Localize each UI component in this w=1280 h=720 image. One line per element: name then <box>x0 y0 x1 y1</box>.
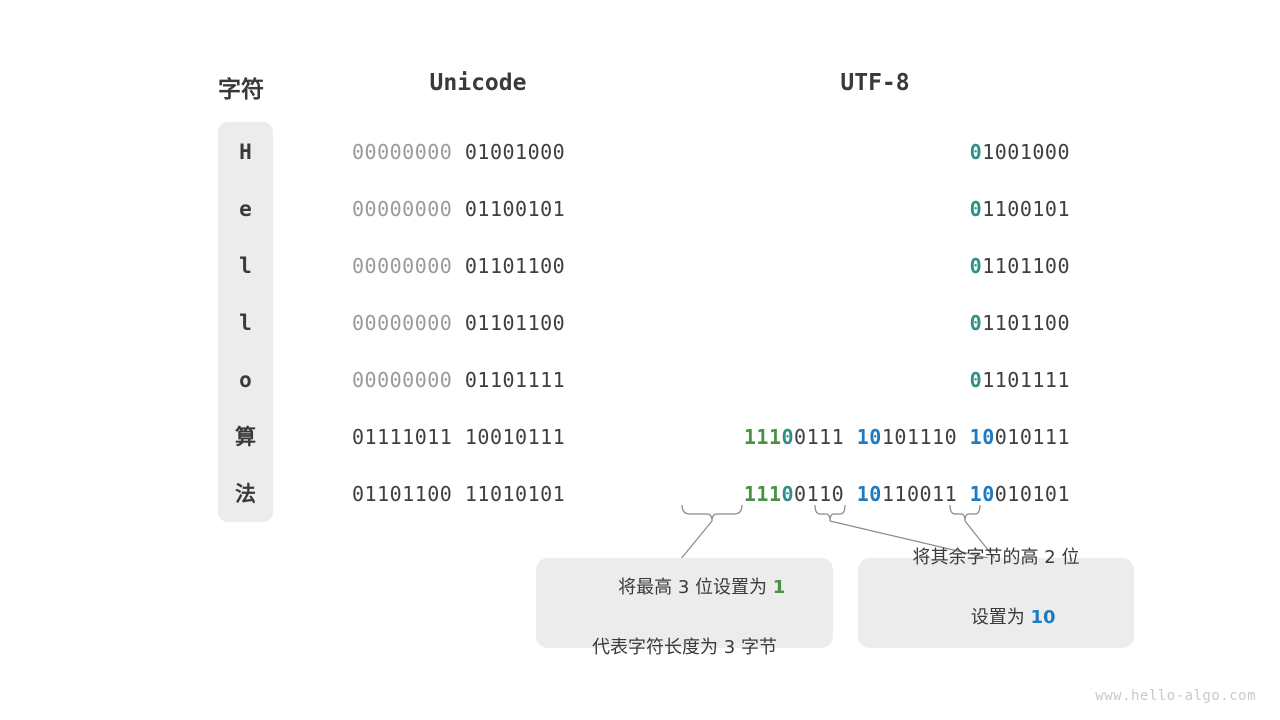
utf8-marker-bits: 0 <box>969 368 983 392</box>
unicode-low-byte: 01101100 <box>464 311 566 335</box>
byte-separator <box>452 254 465 278</box>
byte-separator <box>452 197 465 221</box>
watermark: www.hello-algo.com <box>1095 688 1256 704</box>
unicode-high-byte: 00000000 <box>352 254 453 278</box>
byte-separator <box>452 482 465 506</box>
callout-1-line-1-text: 将最高 3 位设置为 <box>618 577 773 598</box>
utf8-marker-terminator-bit: 0 <box>781 482 795 506</box>
utf8-marker-bits: 0 <box>969 311 983 335</box>
column-header-utf8: UTF-8 <box>840 70 910 96</box>
byte-separator <box>844 425 857 449</box>
callout-2-line-1: 将其余字节的高 2 位 <box>912 547 1080 568</box>
utf8-binary-row: 01101111 <box>680 367 1070 393</box>
unicode-binary-row: 00000000 01001000 <box>352 139 565 165</box>
utf8-binary-row: 01101100 <box>680 253 1070 279</box>
unicode-binary-row: 01101100 11010101 <box>352 481 565 507</box>
unicode-high-byte: 00000000 <box>352 368 453 392</box>
callout-continuation-bits: 将其余字节的高 2 位 设置为 10 <box>858 547 1134 648</box>
utf8-payload-bits: 1101100 <box>982 254 1070 278</box>
character-cell: l <box>239 311 252 335</box>
utf8-marker-bits: 0 <box>969 197 983 221</box>
utf8-payload-bits: 1101100 <box>982 311 1070 335</box>
utf8-binary-row: 11100110 10110011 10010101 <box>680 481 1070 507</box>
callout-leading-bits: 将最高 3 位设置为 1 代表字符长度为 3 字节 <box>536 558 833 658</box>
callout-2-line-2-text: 设置为 <box>970 607 1031 628</box>
unicode-binary-row: 00000000 01101100 <box>352 253 565 279</box>
unicode-low-byte: 10010111 <box>464 425 566 449</box>
utf8-marker-bits: 0 <box>969 254 983 278</box>
utf8-payload-bits: 010111 <box>994 425 1070 449</box>
character-cell: e <box>239 197 252 221</box>
utf8-marker-bits: 10 <box>969 425 995 449</box>
utf8-binary-row: 01001000 <box>680 139 1070 165</box>
character-column-panel <box>218 122 273 522</box>
utf8-marker-terminator-bit: 0 <box>781 425 795 449</box>
utf8-binary-row: 01101100 <box>680 310 1070 336</box>
unicode-high-byte: 00000000 <box>352 140 453 164</box>
column-header-unicode: Unicode <box>429 70 527 96</box>
unicode-low-byte: 01001000 <box>464 140 566 164</box>
utf8-payload-bits: 1001000 <box>982 140 1070 164</box>
byte-separator <box>957 425 970 449</box>
character-cell: 算 <box>235 425 256 449</box>
utf8-marker-bits: 111 <box>743 425 782 449</box>
unicode-low-byte: 01101100 <box>464 254 566 278</box>
unicode-low-byte: 01101111 <box>464 368 566 392</box>
unicode-binary-row: 00000000 01101111 <box>352 367 565 393</box>
utf8-marker-bits: 111 <box>743 482 782 506</box>
utf8-marker-bits: 10 <box>856 425 882 449</box>
character-cell: H <box>239 140 252 164</box>
byte-separator <box>452 140 465 164</box>
unicode-high-byte: 00000000 <box>352 311 453 335</box>
byte-separator <box>452 368 465 392</box>
column-header-character: 字符 <box>218 77 264 103</box>
utf8-payload-bits: 0110 <box>794 482 845 506</box>
byte-separator <box>957 482 970 506</box>
utf8-marker-bits: 0 <box>969 140 983 164</box>
unicode-high-byte: 01101100 <box>352 482 453 506</box>
unicode-low-byte: 11010101 <box>464 482 566 506</box>
character-cell: o <box>239 368 252 392</box>
utf8-payload-bits: 1100101 <box>982 197 1070 221</box>
utf8-payload-bits: 1101111 <box>982 368 1070 392</box>
unicode-binary-row: 01111011 10010111 <box>352 424 565 450</box>
byte-separator <box>452 311 465 335</box>
callout-1-line-2: 代表字符长度为 3 字节 <box>592 637 777 658</box>
utf8-payload-bits: 110011 <box>881 482 958 506</box>
utf8-binary-row: 01100101 <box>680 196 1070 222</box>
utf8-marker-bits: 10 <box>969 482 995 506</box>
unicode-low-byte: 01100101 <box>464 197 566 221</box>
byte-separator <box>452 425 465 449</box>
character-cell: l <box>239 254 252 278</box>
callout-2-line-2: 设置为 10 <box>936 573 1056 663</box>
unicode-binary-row: 00000000 01100101 <box>352 196 565 222</box>
callout-2-highlight: 10 <box>1030 607 1056 628</box>
utf8-payload-bits: 010101 <box>994 482 1070 506</box>
utf8-binary-row: 11100111 10101110 10010111 <box>680 424 1070 450</box>
character-cell: 法 <box>235 482 256 506</box>
callout-1-line-1: 将最高 3 位设置为 1 <box>584 543 786 633</box>
unicode-high-byte: 00000000 <box>352 197 453 221</box>
utf8-marker-bits: 10 <box>856 482 882 506</box>
unicode-binary-row: 00000000 01101100 <box>352 310 565 336</box>
utf8-payload-bits: 101110 <box>881 425 958 449</box>
utf8-payload-bits: 0111 <box>794 425 845 449</box>
unicode-high-byte: 01111011 <box>352 425 453 449</box>
callout-1-highlight: 1 <box>772 577 786 598</box>
byte-separator <box>844 482 857 506</box>
